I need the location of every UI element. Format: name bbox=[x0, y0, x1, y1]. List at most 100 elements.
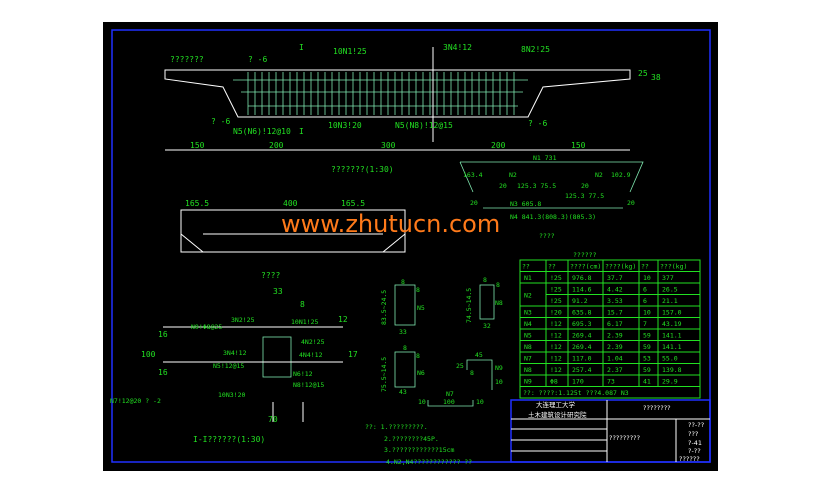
d2: 125.3 77.5 bbox=[565, 192, 604, 200]
table-cell: N2 bbox=[524, 291, 532, 299]
table-cell: 55.0 bbox=[662, 355, 678, 363]
dim-25: 25 bbox=[638, 69, 648, 78]
plan-outline bbox=[180, 209, 406, 253]
table-cell: 170 bbox=[572, 378, 584, 386]
n7-r: 10 bbox=[476, 398, 484, 406]
table-cell: 59 bbox=[643, 366, 651, 374]
table-cell: 41 bbox=[643, 378, 651, 386]
table-header: ????(cm) bbox=[570, 263, 601, 271]
table-cell: !12 bbox=[550, 320, 562, 328]
table-cell: 2.37 bbox=[607, 366, 623, 374]
section-label: 4N4!12 bbox=[299, 351, 323, 359]
dim-2: 200 bbox=[269, 141, 284, 150]
dim-5: 150 bbox=[571, 141, 586, 150]
section-label: N9!Φ8@25 bbox=[191, 323, 222, 331]
table-cell: 37.7 bbox=[607, 274, 623, 282]
dim-16a: 16 bbox=[158, 330, 168, 339]
drawing-name: ????????? bbox=[609, 434, 640, 442]
table-cell: 976.8 bbox=[572, 274, 592, 282]
e20b: 20 bbox=[581, 182, 589, 190]
n9-top: 45 bbox=[475, 351, 483, 359]
label-left: ??????? bbox=[170, 55, 204, 64]
label-n5n6: N5(N6)!12@10 bbox=[233, 127, 291, 136]
n8-top: 8 bbox=[483, 276, 487, 284]
title-block: 大连理工大学 土木建筑设计研究院 ???????? ????????? ??-?… bbox=[510, 399, 711, 463]
n6-side: 8 bbox=[416, 352, 420, 360]
table-cell: 269.4 bbox=[572, 343, 592, 351]
note-3: 3.????????????15cm bbox=[384, 446, 455, 454]
table-footer: ??: ????:1.125t ???4.087 N3 bbox=[523, 389, 629, 397]
n6-top: 8 bbox=[403, 344, 407, 352]
title-block-grid bbox=[511, 400, 710, 462]
section-label: 10N1!25 bbox=[291, 318, 318, 326]
drawing-sheet: ??????? 10N1!25 3N4!12 8N2!25 ? -6 ? -6 … bbox=[103, 22, 718, 471]
table-cell: 269.4 bbox=[572, 332, 592, 340]
table-cell: 257.4 bbox=[572, 366, 592, 374]
table-cell: 59 bbox=[643, 343, 651, 351]
n9-name: N9 bbox=[495, 364, 503, 372]
n1-label: N1 731 bbox=[533, 154, 557, 162]
n9-b: 8 bbox=[470, 369, 474, 377]
section-title: I-I??????(1:30) bbox=[193, 435, 265, 444]
table-cell: N4 bbox=[524, 320, 532, 328]
table-cell: 59 bbox=[643, 332, 651, 340]
table-cell: 6 bbox=[643, 286, 647, 294]
label-n3: 10N3!20 bbox=[328, 121, 362, 130]
table-cell: 6.17 bbox=[607, 320, 623, 328]
table-cell: 2.39 bbox=[607, 343, 623, 351]
section-mark-top: I bbox=[299, 43, 304, 52]
table-cell: 10 bbox=[643, 309, 651, 317]
n6-shape bbox=[394, 351, 416, 388]
section-label: N6!12 bbox=[293, 370, 313, 378]
table-header: ?? bbox=[641, 263, 649, 271]
table-cell: N8 bbox=[524, 366, 532, 374]
n9-a: 25 bbox=[456, 362, 464, 370]
n8-name: N8 bbox=[495, 299, 503, 307]
n7-l: 10 bbox=[418, 398, 426, 406]
section-label: N7!12@20 ? -2 bbox=[110, 397, 161, 405]
n9-c: 10 bbox=[495, 378, 503, 386]
table-cell: 73 bbox=[607, 378, 615, 386]
n2-right: N2 bbox=[595, 171, 603, 179]
table-cell: N9 bbox=[524, 378, 532, 386]
table-cell: 10 bbox=[643, 274, 651, 282]
table-cell: 141.1 bbox=[662, 343, 682, 351]
n5-w: 33 bbox=[399, 328, 407, 336]
note-4: 4.N2,N4???????????? ?? bbox=[386, 458, 472, 466]
bent-bar-lines bbox=[459, 161, 644, 209]
table-header: ?? bbox=[548, 263, 556, 271]
table-cell: Φ8 bbox=[550, 378, 558, 386]
dim-17: 17 bbox=[348, 350, 358, 359]
table-cell: N3 bbox=[524, 309, 532, 317]
table-cell: 157.0 bbox=[662, 309, 682, 317]
a1: 163.4 bbox=[463, 171, 483, 179]
section-label: N8!12@15 bbox=[293, 381, 324, 389]
table-cell: 43.19 bbox=[662, 320, 682, 328]
plan-dim-2: 400 bbox=[283, 199, 298, 208]
table-cell: 21.1 bbox=[662, 297, 678, 305]
a2: 102.9 bbox=[611, 171, 631, 179]
table-cell: 6 bbox=[643, 297, 647, 305]
table-cell: 3.53 bbox=[607, 297, 623, 305]
dim-12: 12 bbox=[338, 315, 348, 324]
section-label: 4N2!25 bbox=[301, 338, 325, 346]
tb-cell-3: ?-41 bbox=[688, 439, 702, 447]
plan-dim-1: 165.5 bbox=[185, 199, 209, 208]
dim-70: 70 bbox=[268, 415, 278, 424]
e20d: 20 bbox=[627, 199, 635, 207]
table-cell: 29.9 bbox=[662, 378, 678, 386]
label-n2: 8N2!25 bbox=[521, 45, 550, 54]
n9-shape bbox=[466, 359, 493, 390]
table-cell: N1 bbox=[524, 274, 532, 282]
dim-16b: 16 bbox=[158, 368, 168, 377]
n7-m: 100 bbox=[443, 398, 455, 406]
stirrups bbox=[247, 72, 515, 115]
n4-label: N4 841.3(808.3)(805.3) bbox=[510, 213, 596, 221]
label-6c: ? -6 bbox=[528, 119, 547, 128]
drawing-frame bbox=[111, 29, 711, 463]
notes: ??: 1.?????????. 2.????????45P. 3.??????… bbox=[365, 423, 472, 466]
table-title: ?????? bbox=[573, 251, 597, 259]
beam-outline bbox=[164, 69, 631, 118]
